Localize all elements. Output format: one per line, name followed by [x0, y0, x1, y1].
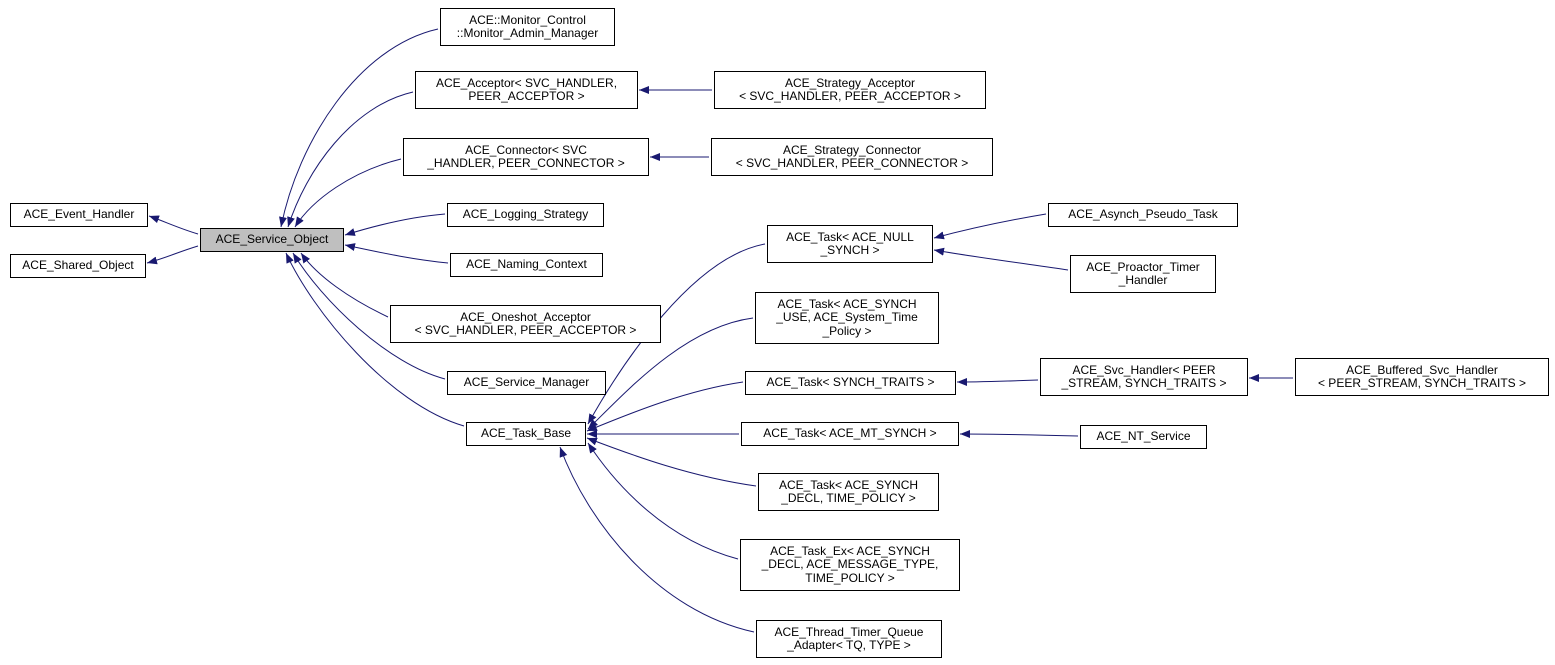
node-monitor-admin-manager[interactable]: ACE::Monitor_Control ::Monitor_Admin_Man…: [440, 8, 615, 46]
node-label: ACE_Task< ACE_SYNCH: [778, 477, 919, 492]
edge-monitor-admin-manager-to-service-object: [279, 28, 439, 228]
node-label: ACE_Naming_Context: [466, 257, 587, 272]
node-ace-shared-object[interactable]: ACE_Shared_Object: [10, 254, 146, 278]
node-ace-task-ex[interactable]: ACE_Task_Ex< ACE_SYNCH _DECL, ACE_MESSAG…: [740, 539, 960, 591]
node-ace-buffered-svc-handler[interactable]: ACE_Buffered_Svc_Handler < PEER_STREAM, …: [1295, 358, 1549, 396]
node-label: _USE, ACE_System_Time: [776, 310, 918, 325]
node-label: ACE_Event_Handler: [23, 207, 135, 222]
node-ace-oneshot-acceptor[interactable]: ACE_Oneshot_Acceptor < SVC_HANDLER, PEER…: [390, 305, 661, 343]
node-ace-thread-timer-queue-adapter[interactable]: ACE_Thread_Timer_Queue _Adapter< TQ, TYP…: [756, 620, 942, 658]
edge-nt-service-to-task-mt-synch: [959, 430, 1079, 439]
node-label: ACE_Shared_Object: [22, 258, 134, 273]
node-label: ACE::Monitor_Control: [469, 12, 586, 27]
node-label: ACE_Thread_Timer_Queue: [774, 624, 924, 639]
edge-proactor-timer-handler-to-task-null-synch: [933, 247, 1069, 271]
node-ace-event-handler[interactable]: ACE_Event_Handler: [10, 203, 148, 227]
node-label: ACE_Task< ACE_SYNCH: [777, 296, 917, 311]
edge-task-synch-decl-to-task-base: [586, 437, 757, 487]
node-label: < SVC_HANDLER, PEER_ACCEPTOR >: [414, 323, 637, 337]
node-label: ACE_Oneshot_Acceptor: [460, 309, 591, 324]
node-label: ACE_Service_Object: [215, 232, 329, 247]
node-label: _Handler: [1118, 273, 1168, 287]
node-ace-task-null-synch[interactable]: ACE_Task< ACE_NULL _SYNCH >: [767, 225, 933, 263]
node-label: _STREAM, SYNCH_TRAITS >: [1061, 376, 1227, 390]
node-ace-service-manager[interactable]: ACE_Service_Manager: [447, 371, 606, 395]
node-label: TIME_POLICY >: [805, 570, 895, 585]
node-label: ACE_Proactor_Timer: [1086, 259, 1200, 274]
node-ace-svc-handler[interactable]: ACE_Svc_Handler< PEER _STREAM, SYNCH_TRA…: [1040, 358, 1248, 396]
node-label: ACE_Strategy_Connector: [782, 142, 922, 157]
edge-service-object-to-shared-object: [146, 245, 199, 265]
node-label: _DECL, TIME_POLICY >: [781, 491, 916, 505]
node-ace-asynch-pseudo-task[interactable]: ACE_Asynch_Pseudo_Task: [1048, 203, 1238, 227]
node-label: _HANDLER, PEER_CONNECTOR >: [427, 156, 625, 170]
node-ace-task-synch-traits[interactable]: ACE_Task< SYNCH_TRAITS >: [745, 371, 956, 395]
edge-task-ex-to-task-base: [587, 442, 739, 560]
node-label: ACE_Task< SYNCH_TRAITS >: [766, 375, 935, 390]
edge-thread-timer-queue-adapter-to-task-base: [559, 446, 755, 633]
node-label: _Adapter< TQ, TYPE >: [787, 638, 911, 652]
node-label: ACE_Service_Manager: [463, 375, 590, 390]
edge-service-object-to-event-handler: [148, 215, 199, 235]
node-label: ACE_Buffered_Svc_Handler: [1346, 362, 1498, 377]
node-ace-strategy-acceptor[interactable]: ACE_Strategy_Acceptor < SVC_HANDLER, PEE…: [714, 71, 986, 109]
edge-logging-strategy-to-service-object: [344, 213, 446, 236]
node-ace-connector[interactable]: ACE_Connector< SVC _HANDLER, PEER_CONNEC…: [403, 138, 649, 176]
edge-oneshot-acceptor-to-service-object: [300, 252, 389, 318]
node-label: ACE_Task_Base: [480, 426, 572, 441]
node-label: ACE_Logging_Strategy: [462, 207, 589, 222]
node-ace-task-synch-decl[interactable]: ACE_Task< ACE_SYNCH _DECL, TIME_POLICY >: [758, 473, 939, 511]
node-label: ACE_Acceptor< SVC_HANDLER,: [435, 75, 618, 90]
node-ace-naming-context[interactable]: ACE_Naming_Context: [450, 253, 603, 277]
node-ace-proactor-timer-handler[interactable]: ACE_Proactor_Timer _Handler: [1070, 255, 1216, 293]
node-label: ACE_Asynch_Pseudo_Task: [1068, 207, 1218, 222]
edge-naming-context-to-service-object: [344, 243, 449, 264]
node-ace-nt-service[interactable]: ACE_NT_Service: [1080, 425, 1207, 449]
node-label: ACE_Connector< SVC: [465, 142, 587, 157]
node-label: ACE_Svc_Handler< PEER: [1072, 362, 1216, 377]
node-label: _DECL, ACE_MESSAGE_TYPE,: [761, 557, 939, 572]
node-label: ACE_Task< ACE_NULL: [786, 229, 914, 244]
node-ace-task-base[interactable]: ACE_Task_Base: [466, 422, 586, 446]
node-label: ACE_Task< ACE_MT_SYNCH >: [763, 426, 937, 441]
edge-task-synch-traits-to-task-base: [586, 381, 744, 432]
edge-connector-to-service-object: [294, 158, 402, 228]
edge-acceptor-to-service-object: [287, 91, 414, 228]
node-label: PEER_ACCEPTOR >: [468, 89, 585, 103]
node-label: ACE_Task_Ex< ACE_SYNCH: [770, 543, 930, 558]
node-ace-task-system-time-policy[interactable]: ACE_Task< ACE_SYNCH _USE, ACE_System_Tim…: [755, 292, 939, 344]
node-label: _Policy >: [822, 323, 872, 338]
node-ace-strategy-connector[interactable]: ACE_Strategy_Connector < SVC_HANDLER, PE…: [711, 138, 993, 176]
node-label: ::Monitor_Admin_Manager: [456, 26, 599, 40]
node-ace-task-mt-synch[interactable]: ACE_Task< ACE_MT_SYNCH >: [741, 422, 959, 446]
node-label: < SVC_HANDLER, PEER_ACCEPTOR >: [739, 89, 961, 103]
node-ace-logging-strategy[interactable]: ACE_Logging_Strategy: [447, 203, 604, 227]
node-label: ACE_NT_Service: [1096, 429, 1191, 444]
node-label: < PEER_STREAM, SYNCH_TRAITS >: [1317, 376, 1527, 390]
edge-svc-handler-to-task-synch-traits: [956, 377, 1039, 386]
edge-asynch-pseudo-task-to-task-null-synch: [933, 213, 1047, 240]
node-label: _SYNCH >: [820, 243, 880, 257]
node-ace-acceptor[interactable]: ACE_Acceptor< SVC_HANDLER, PEER_ACCEPTOR…: [415, 71, 638, 109]
node-ace-service-object: ACE_Service_Object: [200, 228, 344, 252]
node-label: < SVC_HANDLER, PEER_CONNECTOR >: [735, 156, 969, 170]
node-label: ACE_Strategy_Acceptor: [784, 75, 916, 90]
